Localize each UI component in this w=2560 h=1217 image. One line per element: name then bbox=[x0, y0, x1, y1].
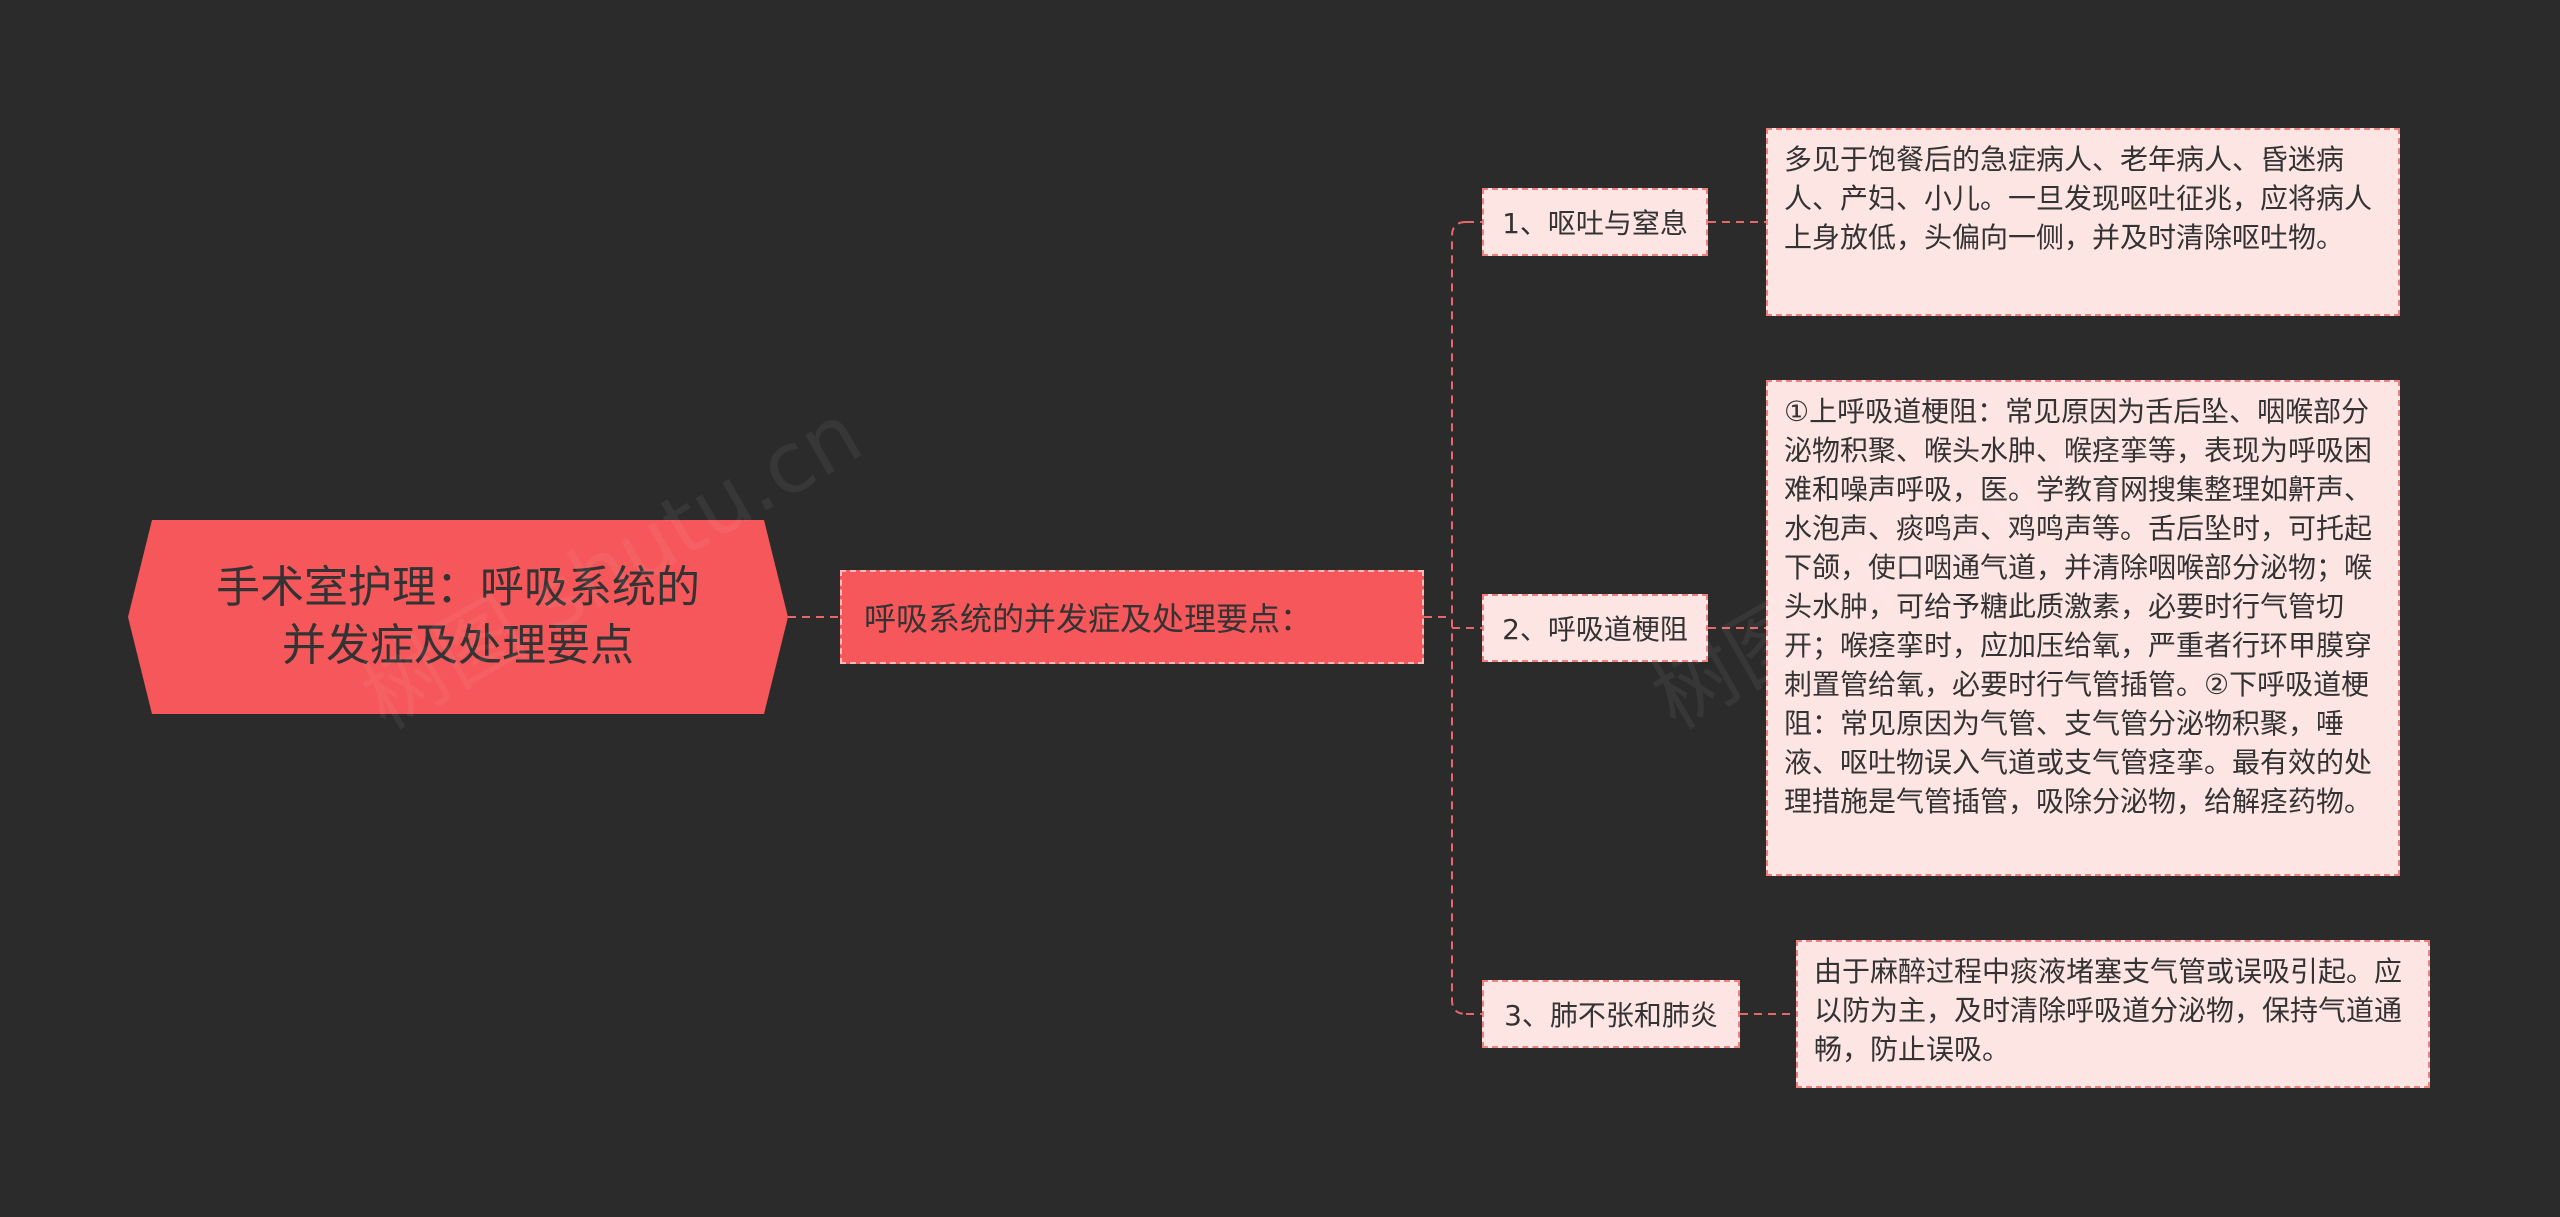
connector-trunk bbox=[1451, 221, 1467, 1015]
detail-node-atelectasis[interactable]: 由于麻醉过程中痰液堵塞支气管或误吸引起。应以防为主，及时清除呼吸道分泌物，保持气… bbox=[1796, 940, 2430, 1088]
root-topic[interactable]: 手术室护理：呼吸系统的 并发症及处理要点 bbox=[128, 520, 788, 714]
branch-node-airway-obstruction[interactable]: 2、呼吸道梗阻 bbox=[1482, 594, 1708, 662]
branch-node-atelectasis[interactable]: 3、肺不张和肺炎 bbox=[1482, 980, 1740, 1048]
subtopic-node[interactable]: 呼吸系统的并发症及处理要点： bbox=[840, 570, 1424, 664]
branch-node-vomiting[interactable]: 1、呕吐与窒息 bbox=[1482, 188, 1708, 256]
detail-node-airway-obstruction[interactable]: ①上呼吸道梗阻：常见原因为舌后坠、咽喉部分泌物积聚、喉头水肿、喉痉挛等，表现为呼… bbox=[1766, 380, 2400, 876]
root-topic-line-2: 并发症及处理要点 bbox=[282, 620, 634, 671]
detail-node-vomiting[interactable]: 多见于饱餐后的急症病人、老年病人、昏迷病人、产妇、小儿。一旦发现呕吐征兆，应将病… bbox=[1766, 128, 2400, 316]
root-topic-line-1: 手术室护理：呼吸系统的 bbox=[216, 562, 700, 613]
